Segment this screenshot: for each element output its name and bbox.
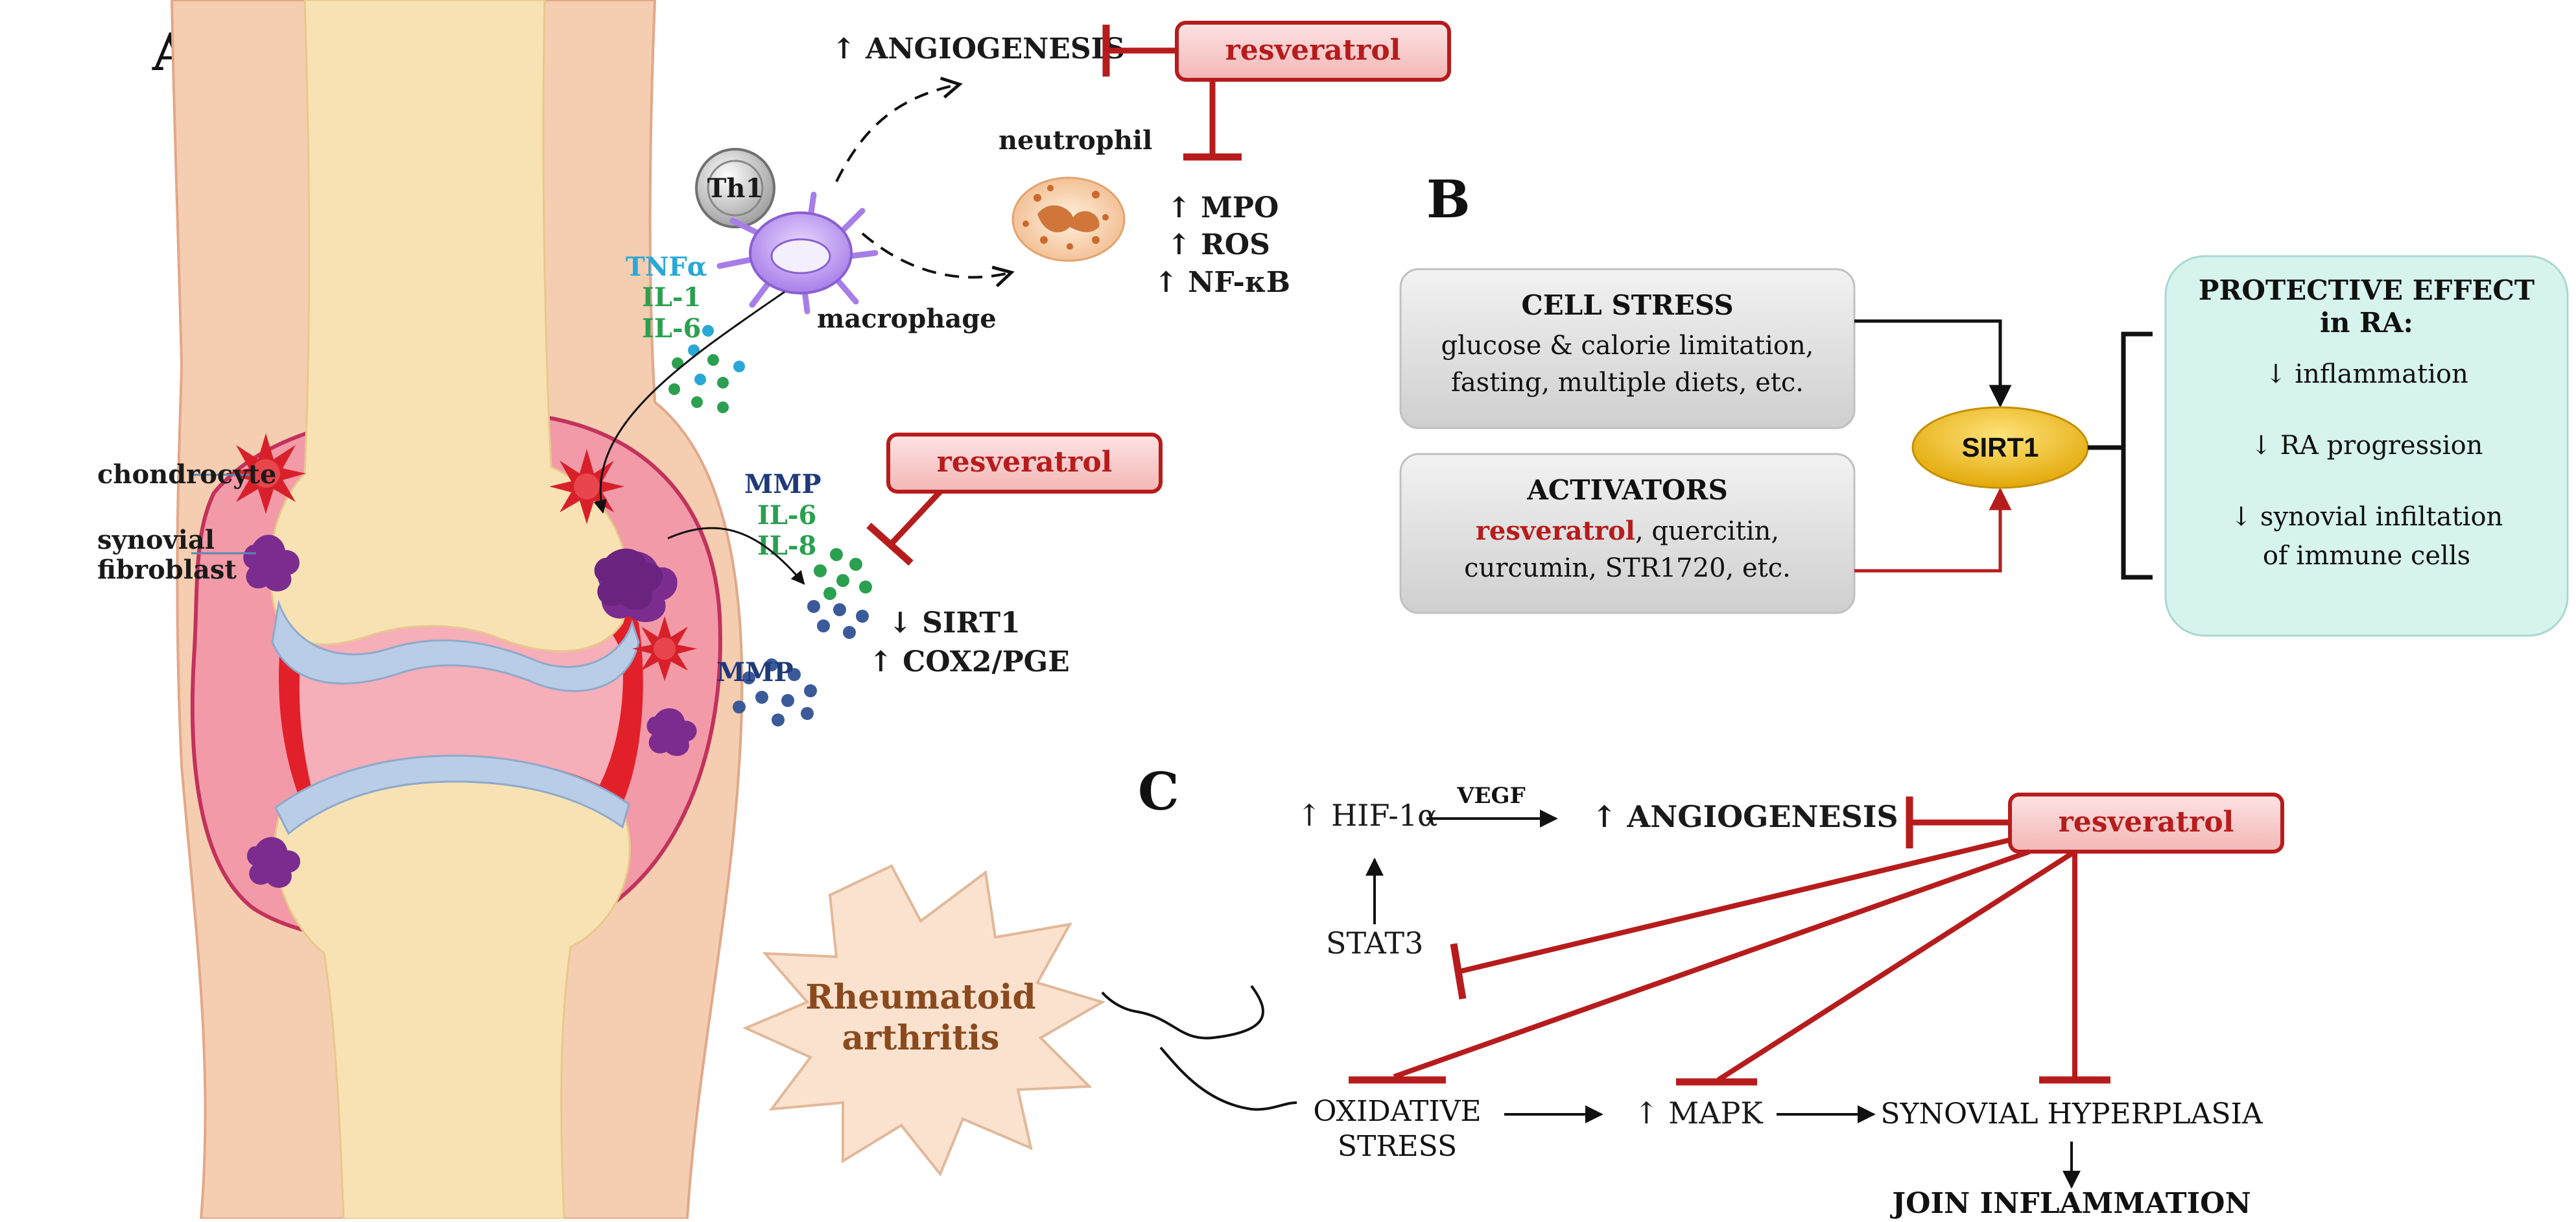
vegf-label: VEGF bbox=[1456, 783, 1525, 809]
stat3-label: STAT3 bbox=[1326, 926, 1423, 961]
protective-item-3b: of immune cells bbox=[2263, 541, 2470, 571]
cytokine-dots-mid bbox=[807, 548, 872, 639]
activators-line2: curcumin, STR1720, etc. bbox=[1464, 553, 1791, 583]
ros-label: ↑ ROS bbox=[1167, 228, 1270, 261]
dashed-arrow-angiogenesis bbox=[835, 77, 963, 182]
panel-c: C Rheumatoid arthritis ↑ HIF-1α VEGF ↑ A… bbox=[742, 761, 2284, 1220]
resveratrol-top-label: resveratrol bbox=[1225, 34, 1401, 67]
il1-label: IL-1 bbox=[642, 282, 701, 313]
tibia-cartilage bbox=[274, 754, 630, 835]
mapk-label: ↑ MAPK bbox=[1634, 1096, 1764, 1131]
panel-b: B CELL STRESS glucose & calorie limitati… bbox=[1399, 169, 2569, 637]
fibroblast-cell-active bbox=[594, 548, 663, 610]
oxidative-label-2: STRESS bbox=[1338, 1130, 1457, 1163]
femur-bone bbox=[269, 0, 630, 653]
effect-bracket bbox=[2088, 331, 2153, 580]
cox2-label: ↑ COX2/PGE bbox=[869, 645, 1070, 678]
inhibit-cytokines-line bbox=[889, 489, 943, 546]
ra-to-stat3-curve bbox=[1101, 985, 1264, 1040]
sirt1-node: SIRT1 bbox=[1911, 406, 2089, 489]
resveratrol-box-mid: resveratrol bbox=[886, 433, 1163, 494]
activators-line1: resveratrol, quercitin, bbox=[1476, 516, 1779, 546]
cytokine-dots-top bbox=[668, 325, 745, 413]
protective-effect-box: PROTECTIVE EFFECT in RA: ↓ inflammation … bbox=[2164, 255, 2569, 637]
panel-b-label: B bbox=[1426, 169, 1471, 230]
ra-label-1: Rheumatoid bbox=[805, 977, 1035, 1017]
ra-to-oxidative-curve bbox=[1159, 1046, 1297, 1111]
il8-label: IL-8 bbox=[757, 531, 816, 561]
protective-title-1: PROTECTIVE EFFECT bbox=[2199, 274, 2535, 306]
oxidative-label-1: OXIDATIVE bbox=[1313, 1095, 1481, 1128]
sirt1-down-label: ↓ SIRT1 bbox=[888, 606, 1021, 640]
femur-cartilage bbox=[271, 599, 640, 692]
neutrophil-label: neutrophil bbox=[998, 125, 1152, 156]
th1-cell: Th1 bbox=[695, 148, 775, 228]
macrophage-label: macrophage bbox=[817, 304, 997, 334]
resveratrol-inhibitor-lines bbox=[1349, 797, 2110, 1086]
resveratrol-c-label: resveratrol bbox=[2059, 806, 2234, 839]
il6-label: IL-6 bbox=[642, 313, 701, 344]
mmp-dots-lower bbox=[733, 658, 817, 726]
fibroblast-to-cytokines-arrow bbox=[667, 527, 805, 585]
protective-title-2: in RA: bbox=[2320, 307, 2413, 339]
inhibit-cytokines-bar bbox=[866, 522, 914, 566]
protective-item-3a: ↓ synovial infiltation bbox=[2230, 502, 2503, 532]
macrophage-cell bbox=[716, 191, 879, 315]
il6b-label: IL-6 bbox=[757, 500, 816, 531]
protective-item-1: ↓ inflammation bbox=[2265, 359, 2468, 389]
macrophage-to-fibroblast-arrow bbox=[593, 291, 785, 514]
fibroblast-cell-1 bbox=[243, 534, 300, 592]
mmp-lower-label: MMP bbox=[716, 657, 794, 688]
activators-to-sirt1-arrow bbox=[1854, 487, 2012, 573]
dashed-arrow-neutrophil bbox=[861, 232, 1015, 287]
neutrophil-cell bbox=[1011, 176, 1126, 262]
cell-stress-line1: glucose & calorie limitation, bbox=[1441, 331, 1814, 361]
activators-resveratrol: resveratrol bbox=[1476, 516, 1635, 546]
fibroblast-cell-4 bbox=[246, 837, 301, 888]
angiogenesis-c-label: ↑ ANGIOGENESIS bbox=[1592, 799, 1898, 834]
panel-a: A bbox=[97, 0, 1451, 1220]
ra-starburst bbox=[742, 864, 1106, 1177]
cell-stress-box: CELL STRESS glucose & calorie limitation… bbox=[1399, 268, 1856, 429]
sirt1-label: SIRT1 bbox=[1961, 432, 2038, 462]
activators-title: ACTIVATORS bbox=[1526, 474, 1728, 506]
activators-line1-rest: , quercitin, bbox=[1635, 516, 1779, 546]
cell-stress-title: CELL STRESS bbox=[1521, 289, 1733, 321]
stress-to-sirt1-arrow bbox=[1854, 319, 2012, 408]
activators-box: ACTIVATORS resveratrol, quercitin, curcu… bbox=[1399, 453, 1856, 614]
angiogenesis-top-label: ↑ ANGIOGENESIS bbox=[832, 32, 1125, 66]
inflammation-label: JOIN INFLAMMATION bbox=[1889, 1187, 2251, 1219]
hyperplasia-label: SYNOVIAL HYPERPLASIA bbox=[1880, 1097, 2263, 1131]
cell-stress-line2: fasting, multiple diets, etc. bbox=[1451, 368, 1804, 398]
resveratrol-mid-label: resveratrol bbox=[937, 446, 1113, 479]
ra-label-2: arthritis bbox=[842, 1018, 999, 1058]
fibroblast-label: fibroblast bbox=[97, 555, 237, 585]
th1-label: Th1 bbox=[707, 173, 764, 204]
protective-item-2: ↓ RA progression bbox=[2251, 431, 2483, 461]
tnfa-label: TNFα bbox=[626, 252, 707, 282]
chondrocyte-star-1 bbox=[226, 433, 306, 514]
nfkb-label: ↑ NF-κB bbox=[1154, 266, 1290, 299]
mpo-label: ↑ MPO bbox=[1167, 191, 1279, 224]
chondrocyte-star-3 bbox=[632, 616, 697, 681]
resveratrol-box-c: resveratrol bbox=[2008, 793, 2284, 854]
hif-label: ↑ HIF-1α bbox=[1297, 798, 1437, 833]
synovial-label: synovial bbox=[97, 525, 215, 555]
panel-c-label: C bbox=[1138, 761, 1179, 822]
resveratrol-box-top: resveratrol bbox=[1175, 21, 1451, 82]
fibroblast-cell-3 bbox=[646, 708, 697, 756]
chondrocyte-label: chondrocyte bbox=[97, 459, 276, 490]
mmp-label: MMP bbox=[744, 469, 821, 499]
